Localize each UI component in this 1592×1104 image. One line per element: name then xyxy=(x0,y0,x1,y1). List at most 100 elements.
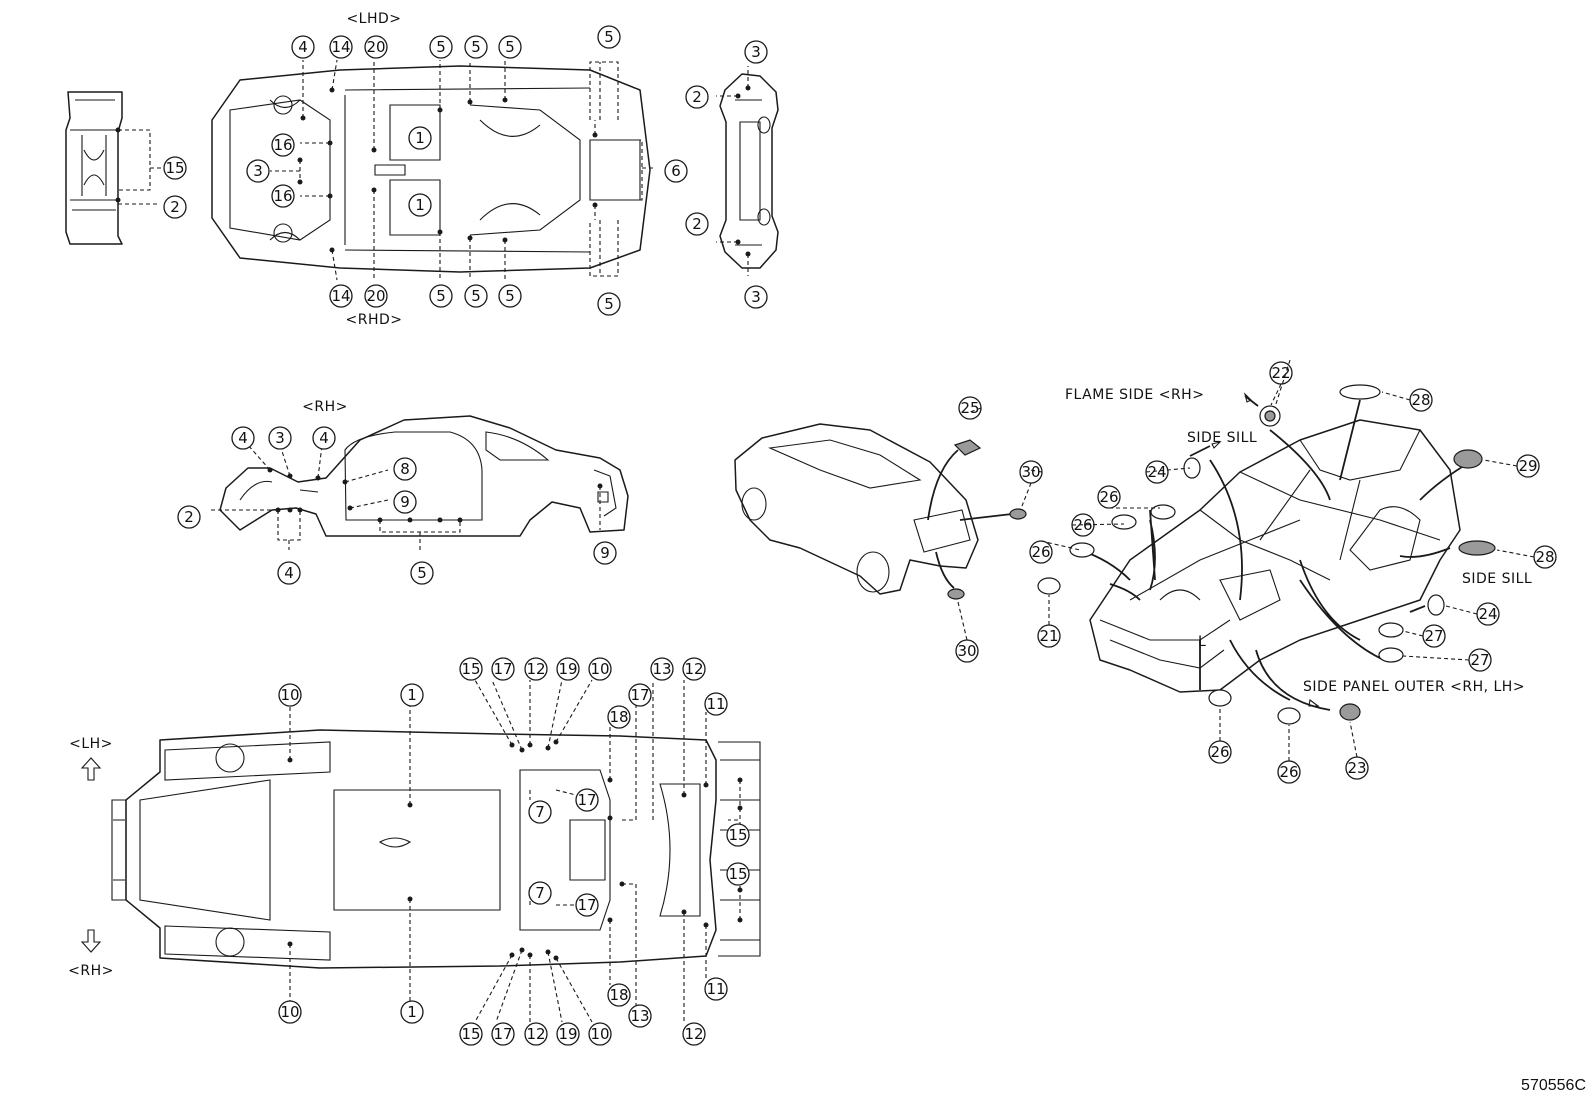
svg-text:9: 9 xyxy=(600,544,610,562)
callout: 5 xyxy=(464,35,488,59)
callout: 26 xyxy=(1277,760,1301,784)
svg-text:20: 20 xyxy=(366,287,385,305)
callout: 26 xyxy=(1097,485,1121,509)
svg-text:10: 10 xyxy=(590,660,609,678)
callout: 18 xyxy=(607,705,631,729)
callout: 5 xyxy=(597,292,621,316)
svg-text:15: 15 xyxy=(461,1025,480,1043)
svg-text:17: 17 xyxy=(577,896,596,914)
callout: 2 xyxy=(163,195,187,219)
callout: 5 xyxy=(429,284,453,308)
callout: 12 xyxy=(682,657,706,681)
svg-text:21: 21 xyxy=(1039,627,1058,645)
callout: 29 xyxy=(1516,454,1540,478)
svg-text:15: 15 xyxy=(728,865,747,883)
callout: 5 xyxy=(498,35,522,59)
callout: 27 xyxy=(1422,624,1446,648)
svg-text:29: 29 xyxy=(1518,457,1537,475)
svg-text:5: 5 xyxy=(505,38,515,56)
callout: 4 xyxy=(291,35,315,59)
callout: 21 xyxy=(1037,624,1061,648)
svg-text:17: 17 xyxy=(630,686,649,704)
svg-text:2: 2 xyxy=(692,88,702,106)
top-view-body xyxy=(211,59,655,281)
rh-arrow-label: <RH> xyxy=(68,963,114,979)
callout: 15 xyxy=(459,1022,483,1046)
svg-text:5: 5 xyxy=(436,38,446,56)
callout: 19 xyxy=(556,1022,580,1046)
l-mark-label: L xyxy=(1198,634,1206,650)
lh-arrow-label: <LH> xyxy=(69,736,113,752)
side-view-body xyxy=(210,415,629,550)
callout: 22 xyxy=(1269,361,1293,385)
svg-text:10: 10 xyxy=(280,686,299,704)
svg-text:12: 12 xyxy=(684,1025,703,1043)
callout: 10 xyxy=(588,657,612,681)
callout: 4 xyxy=(231,426,255,450)
svg-text:30: 30 xyxy=(1021,463,1040,481)
callout: 9 xyxy=(593,541,617,565)
rh-side-label: <RH> xyxy=(302,399,348,415)
svg-text:1: 1 xyxy=(415,129,425,147)
callout: 13 xyxy=(628,1004,652,1028)
svg-text:5: 5 xyxy=(604,295,614,313)
callout: 7 xyxy=(528,881,552,905)
svg-text:5: 5 xyxy=(471,38,481,56)
svg-text:3: 3 xyxy=(751,288,761,306)
callout: 28 xyxy=(1533,545,1557,569)
svg-text:1: 1 xyxy=(415,196,425,214)
svg-text:25: 25 xyxy=(960,399,979,417)
svg-text:18: 18 xyxy=(609,708,628,726)
svg-text:4: 4 xyxy=(298,38,308,56)
callout: 4 xyxy=(277,561,301,585)
svg-text:16: 16 xyxy=(273,136,292,154)
callout: 2 xyxy=(685,85,709,109)
callout: 8 xyxy=(393,457,417,481)
svg-text:12: 12 xyxy=(526,660,545,678)
svg-text:14: 14 xyxy=(331,287,350,305)
svg-text:7: 7 xyxy=(535,884,545,902)
callout: 3 xyxy=(744,285,768,309)
svg-text:16: 16 xyxy=(273,187,292,205)
callout: 26 xyxy=(1208,740,1232,764)
callout: 2 xyxy=(177,505,201,529)
callout: 10 xyxy=(278,1000,302,1024)
lhd-label: <LHD> xyxy=(346,11,401,27)
svg-text:13: 13 xyxy=(630,1007,649,1025)
svg-text:18: 18 xyxy=(609,986,628,1004)
callout: 15 xyxy=(726,823,750,847)
callout: 17 xyxy=(628,683,652,707)
svg-text:20: 20 xyxy=(366,38,385,56)
callout: 3 xyxy=(246,159,270,183)
callout: 16 xyxy=(271,133,295,157)
svg-text:2: 2 xyxy=(692,215,702,233)
callout: 1 xyxy=(408,193,432,217)
callout: 12 xyxy=(524,1022,548,1046)
svg-text:12: 12 xyxy=(526,1025,545,1043)
svg-text:9: 9 xyxy=(400,493,410,511)
svg-text:27: 27 xyxy=(1470,651,1489,669)
svg-text:17: 17 xyxy=(493,1025,512,1043)
callout: 9 xyxy=(393,490,417,514)
svg-text:26: 26 xyxy=(1210,743,1229,761)
callout: 5 xyxy=(429,35,453,59)
underbody-view xyxy=(111,679,761,1023)
svg-text:30: 30 xyxy=(957,642,976,660)
svg-text:23: 23 xyxy=(1347,759,1366,777)
perspective-body xyxy=(1037,384,1496,725)
svg-text:19: 19 xyxy=(558,1025,577,1043)
svg-text:4: 4 xyxy=(238,429,248,447)
rear-panel-view xyxy=(716,66,779,276)
perspective-car xyxy=(734,423,1027,600)
callout: 1 xyxy=(408,126,432,150)
callout: 7 xyxy=(528,800,552,824)
svg-text:5: 5 xyxy=(436,287,446,305)
callout: 10 xyxy=(278,683,302,707)
svg-text:1: 1 xyxy=(407,1003,417,1021)
svg-text:3: 3 xyxy=(751,43,761,61)
callout: 12 xyxy=(682,1022,706,1046)
callout: 5 xyxy=(597,25,621,49)
svg-text:4: 4 xyxy=(284,564,294,582)
